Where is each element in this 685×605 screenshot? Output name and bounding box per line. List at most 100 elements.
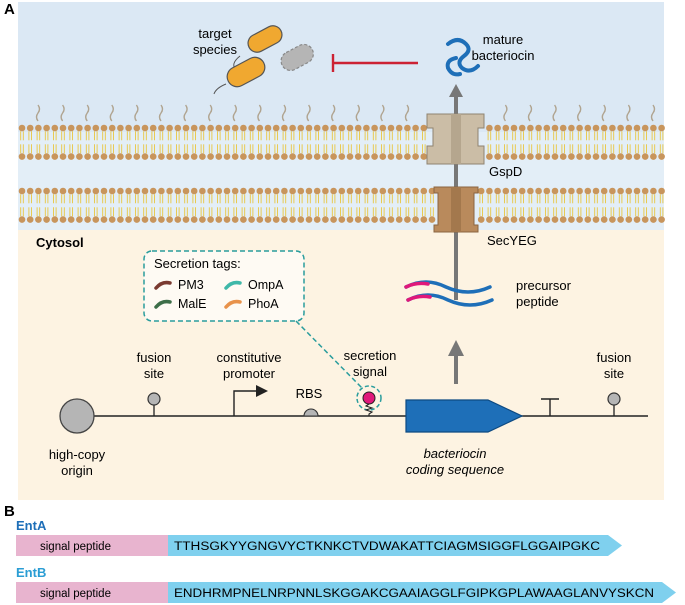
- lipid-head: [166, 124, 173, 132]
- panel-b-label: B: [4, 503, 15, 520]
- lps-chain: [527, 104, 533, 122]
- lipid-head: [240, 216, 247, 223]
- lipid-head: [338, 124, 346, 132]
- periplasm-region: [18, 132, 664, 230]
- promoter-label-1: constitutive: [216, 350, 281, 365]
- lipid-head: [502, 187, 510, 195]
- lipid-head: [543, 153, 551, 160]
- lipid-head: [609, 153, 616, 160]
- lipid-head: [92, 153, 100, 160]
- seq-name-entb: EntB: [16, 565, 46, 580]
- lipid-head: [625, 153, 633, 160]
- lipid-head: [346, 124, 354, 132]
- lipid-head: [166, 216, 173, 223]
- lipid-head: [584, 187, 592, 195]
- lipid-head: [305, 187, 313, 195]
- lipid-head: [215, 124, 223, 132]
- lipid-head: [84, 124, 91, 132]
- lipid-head: [387, 124, 395, 132]
- lipid-head: [174, 124, 182, 132]
- lipid-head: [264, 124, 272, 132]
- lipid-head: [404, 124, 411, 132]
- lipid-head: [371, 153, 378, 160]
- lipid-head: [363, 216, 370, 223]
- origin-icon: [59, 398, 95, 434]
- terminator-icon: [541, 398, 559, 416]
- lps-chain: [257, 104, 262, 122]
- inhibition-arrow: [331, 54, 418, 72]
- lipid-head: [166, 187, 173, 195]
- lipid-head: [518, 124, 526, 132]
- cds-label-2: coding sequence: [406, 462, 504, 477]
- lipid-head: [650, 187, 657, 195]
- lipid-head: [387, 216, 395, 223]
- lipid-head: [330, 153, 337, 160]
- lipid-head: [297, 187, 305, 195]
- lipid-head: [92, 216, 100, 223]
- secretion-signal-label-1: secretion: [344, 348, 397, 363]
- tag-male-label: MalE: [178, 297, 206, 311]
- lipid-head: [182, 187, 190, 195]
- lipid-head: [35, 124, 42, 132]
- lipid-head: [305, 124, 313, 132]
- secyeg-channel: [433, 186, 479, 233]
- lipid-head: [133, 153, 141, 160]
- lipid-head: [207, 153, 214, 160]
- lipid-head: [215, 153, 223, 160]
- lipid-head: [133, 216, 141, 223]
- lipid-head: [281, 187, 288, 195]
- lipid-head: [125, 153, 132, 160]
- lipid-head: [494, 153, 501, 160]
- lipid-head: [412, 124, 419, 132]
- lipid-head: [190, 153, 198, 160]
- lipid-head: [43, 216, 50, 223]
- lipid-head: [518, 216, 526, 223]
- lipid-head: [486, 153, 493, 160]
- lipid-head: [420, 124, 428, 132]
- lipid-head: [371, 124, 378, 132]
- signal-peptide-label-entb: signal peptide: [40, 588, 111, 600]
- lipid-head: [609, 187, 616, 195]
- lps-chain: [158, 104, 164, 122]
- lipid-head: [141, 187, 149, 195]
- lipid-head: [149, 124, 157, 132]
- lipid-head: [149, 216, 157, 223]
- lps-chain: [380, 104, 385, 122]
- lipid-head: [625, 216, 633, 223]
- lipid-head: [354, 216, 362, 223]
- lipid-head: [502, 153, 510, 160]
- lps-chains: [35, 104, 656, 122]
- lipid-head: [420, 153, 428, 160]
- lipid-head: [240, 187, 247, 195]
- lipid-head: [125, 187, 132, 195]
- gspd-label: GspD: [489, 164, 522, 179]
- lipid-head: [625, 124, 633, 132]
- lipid-head: [281, 216, 288, 223]
- lipid-head: [92, 187, 100, 195]
- fusion-site-icon: [147, 392, 161, 406]
- tag-ompa-label: OmpA: [248, 278, 284, 292]
- lps-chain: [601, 104, 606, 122]
- mature-bacteriocin-label-2: bacteriocin: [472, 48, 535, 63]
- target-species-label-2: species: [193, 42, 238, 57]
- lipid-head: [35, 153, 42, 160]
- fusion-site-right-label-1: fusion: [597, 350, 632, 365]
- lps-chain: [281, 104, 287, 122]
- signal-peptide-label-enta: signal peptide: [40, 541, 111, 553]
- lipid-head: [59, 216, 67, 223]
- lps-chain: [183, 104, 188, 122]
- lps-chain: [306, 104, 311, 122]
- lipid-head: [166, 153, 173, 160]
- lipid-head: [223, 216, 231, 223]
- lps-chain: [232, 104, 237, 122]
- lipid-head: [338, 216, 346, 223]
- lipid-head: [576, 153, 583, 160]
- lipid-head: [256, 187, 264, 195]
- lipid-head: [26, 124, 34, 132]
- mature-sequence-entb: ENDHRMPNELNRPNNLSKGGAKCGAAIAGGLFGIPKGPLA…: [174, 588, 654, 600]
- lipid-head: [199, 216, 206, 223]
- lipid-head: [43, 124, 50, 132]
- promoter-label-2: promoter: [223, 366, 276, 381]
- lps-chain: [331, 104, 336, 122]
